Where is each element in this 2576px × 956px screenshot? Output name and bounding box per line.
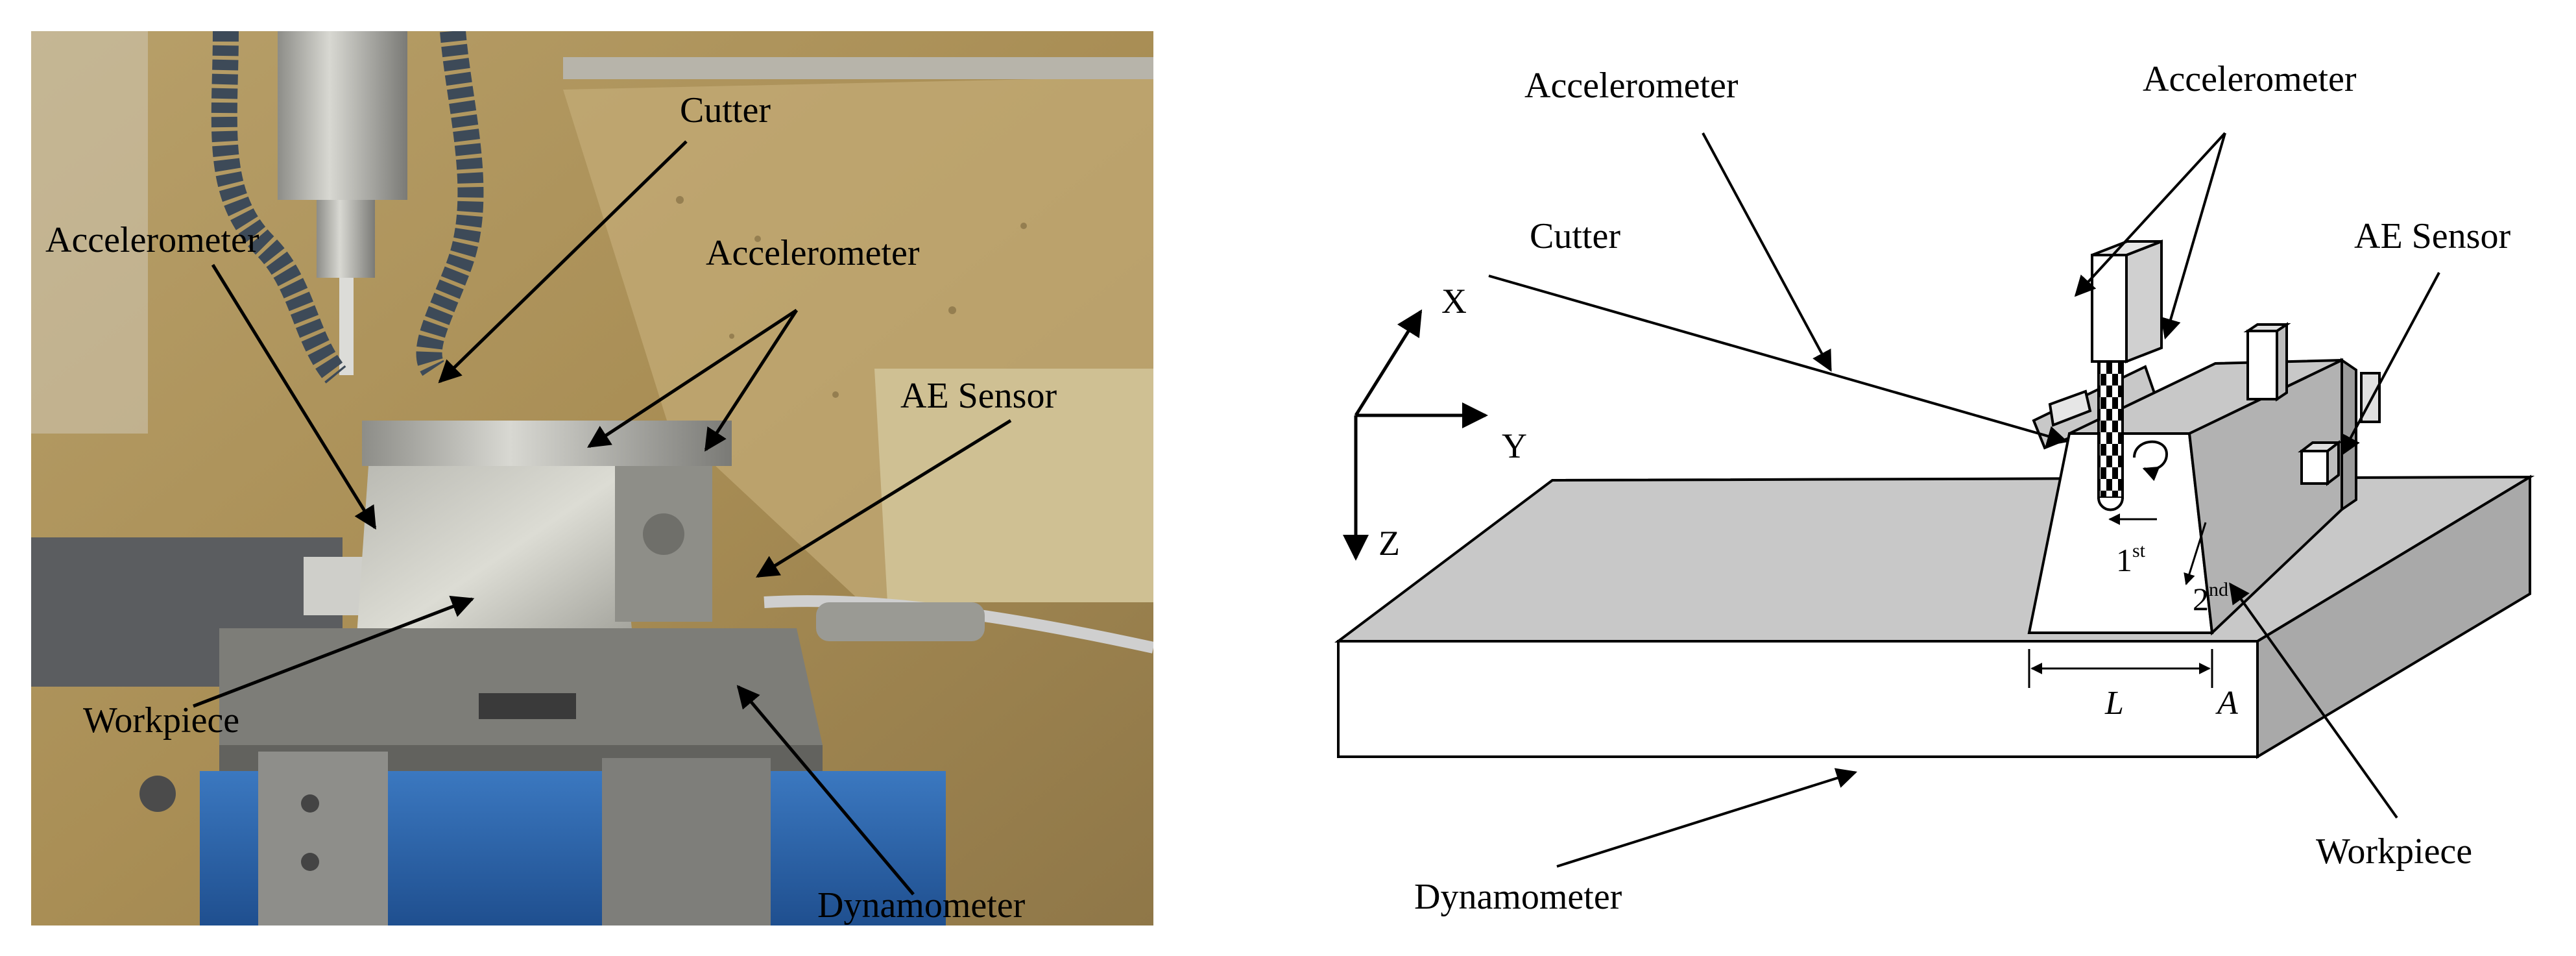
cutter-tip: [2097, 497, 2124, 511]
photo-label-ae-sensor: AE Sensor: [900, 376, 1057, 416]
machining-setup-photo: Cutter Accelerometer Accelerometer AE Se…: [31, 31, 1153, 925]
ae-sensor-block: [2298, 439, 2342, 487]
dynamometer-slot: [479, 693, 576, 719]
photo-arrow-workpiece: [193, 595, 475, 708]
photo-arrow-accelerometer-right-1: [587, 308, 798, 448]
vise-bolt-2: [301, 853, 319, 871]
schem-arrow-accelerometer-left: [1702, 132, 1832, 372]
schem-label-accelerometer-left: Accelerometer: [1524, 66, 1739, 106]
machine-column: [31, 31, 148, 434]
accelerometer-top-block-side: [2276, 322, 2288, 402]
accelerometer-blocks: [2048, 322, 2381, 427]
spindle-and-cutter: [2091, 239, 2163, 511]
machining-schematic-diagram: X Y Z 1st 2nd: [1334, 59, 2535, 917]
schem-label-accelerometer-right: Accelerometer: [2143, 59, 2357, 99]
dynamometer-plate: [219, 628, 823, 745]
small-fixture-block: [304, 557, 368, 615]
spindle-housing: [278, 31, 407, 200]
schem-label-dynamometer: Dynamometer: [1414, 877, 1622, 917]
dimension-l: [2028, 649, 2213, 688]
axis-x-label: X: [1441, 282, 1467, 321]
photo-label-dynamometer: Dynamometer: [817, 885, 1026, 925]
vise-jaw-left: [258, 752, 388, 925]
schem-arrow-ae-sensor: [2341, 272, 2440, 456]
accelerometer-side-sensor: [643, 513, 684, 555]
accelerometer-top-block: [2246, 330, 2278, 400]
photo-label-cutter: Cutter: [680, 90, 771, 130]
axis-z-label: Z: [1378, 524, 1400, 563]
pass-2-label: 2nd: [2193, 579, 2228, 617]
spindle-side: [2125, 239, 2163, 363]
schem-label-ae-sensor: AE Sensor: [2354, 216, 2510, 256]
top-clamp-plate: [362, 421, 732, 466]
photo-arrow-accelerometer-right-2: [704, 309, 799, 452]
photo-label-workpiece: Workpiece: [83, 700, 239, 741]
dynamometer-slab: [1334, 474, 2535, 759]
coolant-hose-right: [416, 31, 484, 376]
photo-arrow-accelerometer-left: [211, 264, 377, 530]
coordinate-axes: [1343, 309, 1488, 561]
ae-connector: [816, 602, 985, 641]
rotation-arrow: [2133, 440, 2169, 482]
coolant-hose-left: [211, 31, 346, 384]
cutter-tool: [339, 278, 354, 375]
schem-arrow-workpiece: [2229, 582, 2398, 819]
schem-arrow-cutter: [1488, 275, 2069, 447]
photo-label-accelerometer-left: Accelerometer: [45, 220, 259, 260]
workpiece-side-strip: [2341, 358, 2357, 512]
top-rail: [563, 57, 1153, 79]
ae-sensor-side: [2326, 439, 2340, 487]
photo-label-accelerometer-right: Accelerometer: [706, 233, 920, 273]
schem-arrow-accelerometer-right-2: [2160, 132, 2226, 340]
dynamometer-side-face: [2256, 474, 2531, 759]
photo-arrow-cutter: [438, 140, 688, 384]
schem-arrow-dynamometer: [1556, 768, 1858, 868]
photo-arrow-ae-sensor: [756, 419, 1012, 578]
workpiece-block: [355, 466, 634, 654]
vise-jaw-right: [602, 758, 771, 925]
axis-y-label: Y: [1502, 426, 1527, 465]
dimension-l-label: L: [2104, 685, 2124, 722]
schem-label-cutter: Cutter: [1530, 216, 1620, 256]
accelerometer-left-block: [2048, 389, 2092, 427]
tool-holder: [317, 200, 375, 278]
table-plate: [874, 369, 1153, 602]
schem-arrow-accelerometer-right-1: [2074, 132, 2226, 297]
cutter: [2097, 360, 2124, 499]
pass-1-label: 1st: [2116, 540, 2146, 578]
chip-speckles: [676, 196, 1027, 398]
pass-2-arrow: [2184, 522, 2207, 585]
ae-sensor-front: [2300, 450, 2329, 485]
axis-x-arrow: [1354, 309, 1423, 417]
vise-handle-knob: [139, 776, 176, 812]
dynamometer-front-face: [1337, 640, 2259, 758]
dimension-a-label: A: [2215, 685, 2238, 722]
schem-label-workpiece: Workpiece: [2316, 831, 2472, 872]
vise-bolt-1: [301, 794, 319, 813]
photo-arrow-dynamometer: [736, 685, 915, 896]
